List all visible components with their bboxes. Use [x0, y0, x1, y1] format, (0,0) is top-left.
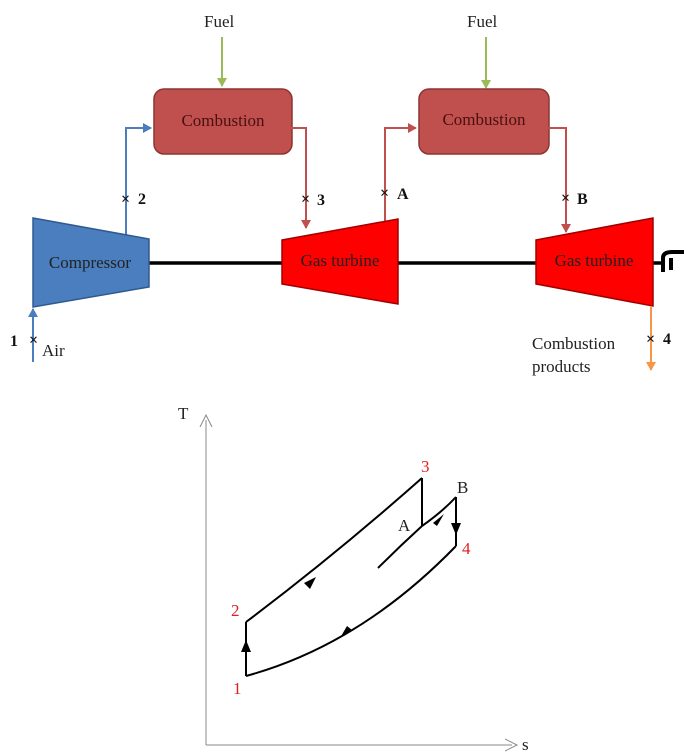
combustor-2-label: Combustion: [442, 110, 526, 129]
process-1-2-arrow: [241, 640, 251, 652]
gas-turbine-1-label: Gas turbine: [301, 251, 380, 270]
process-2-3: [245, 477, 423, 623]
gas-turbine-2-label: Gas turbine: [555, 251, 634, 270]
line-combustor2-to-turbine2: [548, 127, 571, 233]
state-label-B: B: [577, 191, 588, 208]
fuel-label-1: Fuel: [204, 12, 235, 31]
compressor-label: Compressor: [49, 253, 132, 272]
shaft-coupling: [661, 250, 684, 272]
state-label-A: A: [397, 186, 409, 203]
state-marker-3: ×: [301, 191, 310, 208]
state-marker-2: ×: [121, 191, 130, 208]
state-label-3: 3: [317, 192, 325, 209]
point-2-label: 2: [231, 601, 240, 620]
process-A-B-arrow: [433, 514, 444, 526]
point-1-label: 1: [233, 679, 242, 698]
s-axis-label: s: [522, 735, 529, 752]
plant-schematic: Fuel Fuel Combustion Combustion Compress…: [10, 12, 684, 376]
isobar-through-A: [377, 525, 423, 569]
process-2-3-arrow: [304, 577, 316, 589]
state-marker-A: ×: [380, 185, 389, 202]
state-label-2: 2: [138, 191, 146, 208]
state-label-4: 4: [663, 331, 671, 348]
fuel-label-2: Fuel: [467, 12, 498, 31]
point-4-label: 4: [462, 539, 471, 558]
combustor-1: [153, 88, 293, 155]
products-label-line2: products: [532, 357, 591, 376]
point-B-label: B: [457, 478, 468, 497]
compressor: [32, 217, 150, 308]
process-4-1: [245, 545, 457, 677]
point-3-label: 3: [421, 457, 430, 476]
process-4-1-arrow: [340, 626, 352, 638]
point-A-label: A: [398, 516, 411, 535]
ts-diagram: T s 1 2 3 A B 4: [178, 404, 529, 752]
line-turbine1-to-combustor2: [384, 123, 417, 224]
products-label-line1: Combustion: [532, 334, 616, 353]
air-label: Air: [42, 341, 65, 360]
state-marker-4: ×: [646, 331, 655, 348]
gas-turbine-2: [535, 217, 654, 307]
state-marker-B: ×: [561, 190, 570, 207]
combustor-2: [418, 88, 550, 155]
t-axis-label: T: [178, 404, 189, 423]
process-B-4-arrow: [451, 523, 461, 535]
line-compressor-to-combustor: [125, 123, 152, 236]
process-A-B: [421, 496, 457, 527]
combustor-1-label: Combustion: [181, 111, 265, 130]
state-label-1: 1: [10, 333, 18, 350]
gas-turbine-1: [281, 218, 399, 305]
line-combustor1-to-turbine1: [290, 127, 311, 229]
state-marker-1: ×: [29, 332, 38, 349]
